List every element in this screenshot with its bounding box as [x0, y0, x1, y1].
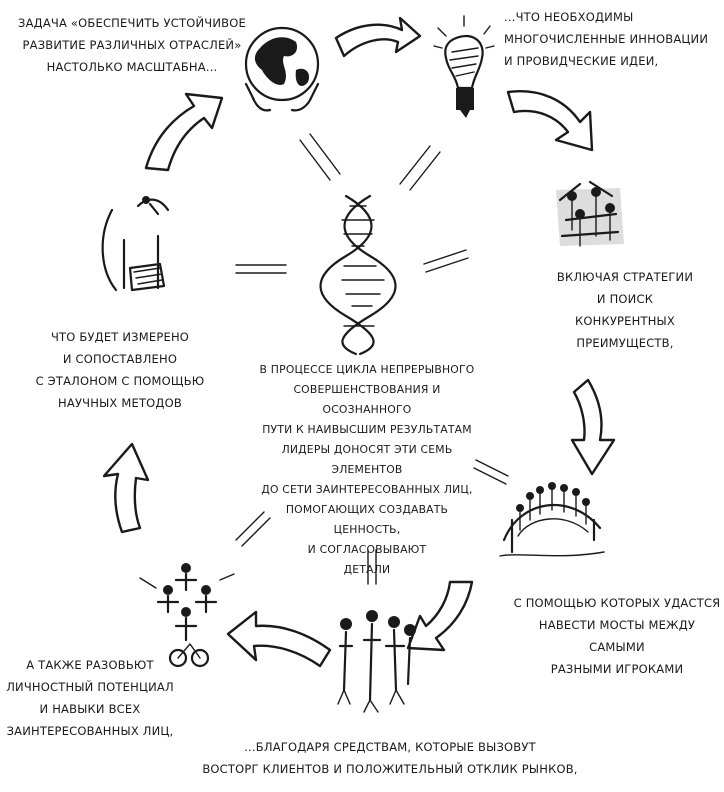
- arrow-right: [570, 378, 616, 476]
- text-measured: что будет измерено и сопоставлено с этал…: [35, 330, 205, 410]
- arrow-top-left: [144, 92, 224, 172]
- people-group-icon: [337, 610, 416, 713]
- strategy-crowd-icon: [556, 180, 624, 247]
- arrow-left: [102, 442, 150, 534]
- text-innovations: ...что необходимы многочисленные инновац…: [504, 10, 709, 68]
- arrow-top-right: [506, 90, 594, 152]
- text-center: в процессе цикла непрерывного совершенст…: [259, 363, 475, 576]
- globe-hands-icon: [244, 26, 320, 112]
- lightbulb-icon: [433, 15, 495, 118]
- human-tower-icon: [139, 563, 235, 668]
- dna-helix-icon: [319, 194, 397, 356]
- text-bridges: с помощью которых удастся навести мосты …: [513, 596, 721, 676]
- bridge-icon: [499, 482, 605, 557]
- arrow-top: [334, 16, 422, 58]
- scale-measure-icon: [101, 196, 170, 292]
- connector-lines: [235, 133, 509, 585]
- text-potential: а также разовьют личностный потенциал и …: [6, 658, 174, 738]
- text-means: ...благодаря средствам, которые вызовут …: [202, 740, 578, 776]
- text-strategies: включая стратегии и поиск конкурентных п…: [556, 270, 694, 350]
- text-task: Задача «обеспечить устойчивое развитие р…: [18, 16, 246, 74]
- arrow-bottom: [226, 610, 332, 668]
- arrow-bottom-right: [406, 580, 474, 652]
